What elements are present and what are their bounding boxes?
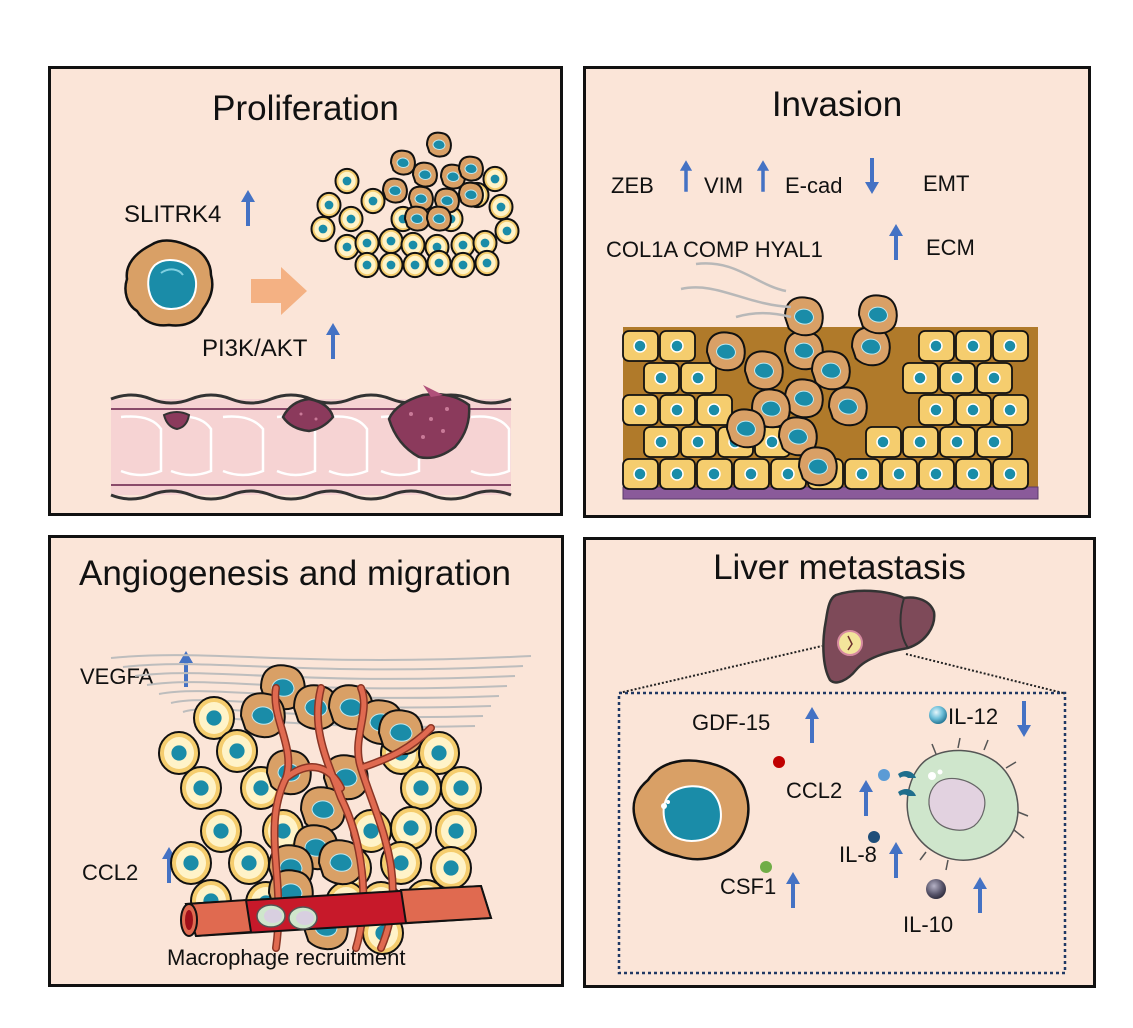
csf1-label: CSF1 [720, 874, 777, 899]
vegfa-label: VEGFA [80, 664, 154, 689]
up-arrow-icon [804, 705, 820, 745]
ccl2-dot-icon [878, 769, 890, 781]
ecm-fiber [680, 286, 792, 309]
cytokine-dots [760, 706, 947, 899]
macrophage-icon [898, 737, 1029, 871]
macrophage-recruitment-caption: Macrophage recruitment [167, 945, 406, 970]
panel-title: Liver metastasis [713, 548, 966, 587]
il8-dot-icon [868, 831, 880, 843]
ecm-fiber [110, 654, 532, 661]
slitrk4-label: SLITRK4 [124, 201, 222, 228]
ccl2-label: CCL2 [786, 778, 843, 803]
ecm-fiber [735, 312, 792, 319]
il8-label: IL-8 [839, 842, 877, 867]
liver-icon [822, 589, 936, 684]
zoom-inset-box [617, 645, 1067, 975]
progression-arrow-icon [251, 267, 307, 315]
il12-dot-icon [929, 706, 947, 724]
gdf15-dot-icon [773, 756, 785, 768]
il12-label: IL-12 [948, 704, 999, 729]
proliferation-panel: Proliferation SLITRK4 PI3K/AKT [48, 66, 563, 516]
pi3k-akt-label: PI3K/AKT [202, 335, 308, 362]
ecm-label: ECM [926, 235, 975, 260]
panel-title: Invasion [771, 85, 903, 124]
vim-label: VIM [704, 173, 744, 198]
e-cad-label: E-cad [785, 173, 843, 198]
il10-label: IL-10 [903, 912, 954, 937]
angiogenesis-panel: Angiogenesis and migration VEGFA CCL2 Ma… [48, 535, 564, 987]
epithelial-layer-invasion-icon [622, 262, 1039, 500]
il10-dot-icon [926, 879, 946, 899]
up-arrow-icon [858, 778, 874, 818]
csf1-dot-icon [760, 861, 772, 873]
down-arrow-icon [1016, 700, 1032, 738]
ecm-genes-label: COL1A COMP HYAL1 [606, 237, 823, 262]
up-arrow-icon [785, 870, 801, 910]
colon-polyp-progression-icon [110, 385, 512, 501]
zeb-label: ZEB [611, 173, 654, 198]
tumor-mass-icon [110, 654, 532, 955]
single-cancer-cell-icon [124, 239, 214, 327]
ecm-fiber [134, 672, 516, 680]
panel-title: Angiogenesis and migration [79, 554, 511, 593]
invasion-panel: Invasion ZEB VIM E-cad EMT COL1A COMP HY… [583, 66, 1091, 518]
ecm-fiber [122, 663, 524, 671]
emt-label: EMT [923, 171, 970, 196]
liver-metastasis-panel: Liver metastasis G [583, 537, 1096, 988]
cancer-cell-icon [632, 759, 750, 861]
gdf15-label: GDF-15 [692, 710, 771, 735]
cell-cluster-icon [310, 131, 520, 279]
ecm-fiber [695, 262, 787, 293]
ccl2-label: CCL2 [82, 860, 139, 885]
up-arrow-icon [888, 840, 904, 880]
up-arrow-icon [972, 875, 988, 915]
panel-title: Proliferation [212, 89, 399, 128]
